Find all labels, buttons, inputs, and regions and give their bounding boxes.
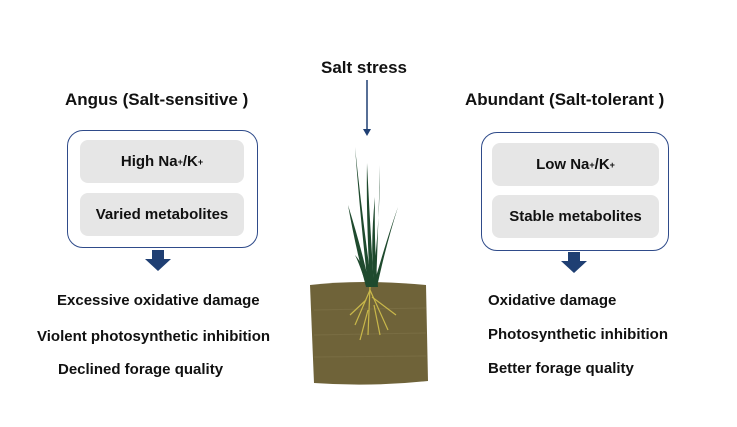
right-result-1: Oxidative damage <box>488 292 617 309</box>
plant-illustration <box>310 147 428 385</box>
right-result-3: Better forage quality <box>488 360 634 377</box>
salt-stress-arrow <box>363 80 371 136</box>
right-down-arrow <box>561 252 587 273</box>
right-title: Abundant (Salt-tolerant ) <box>465 90 665 109</box>
left-ion-ratio: High Na+/K+ <box>80 140 244 183</box>
right-result-2: Photosynthetic inhibition <box>488 326 668 343</box>
right-ion-ratio: Low Na+/K+ <box>492 143 659 186</box>
left-title: Angus (Salt-sensitive ) <box>65 90 249 109</box>
left-result-3: Declined forage quality <box>58 361 224 378</box>
leaves <box>348 147 398 287</box>
left-metabolites: Varied metabolites <box>80 193 244 236</box>
right-metabolites: Stable metabolites <box>492 195 659 238</box>
roots <box>349 286 397 341</box>
left-result-1: Excessive oxidative damage <box>57 292 260 309</box>
soil <box>310 282 428 385</box>
salt-stress-label: Salt stress <box>321 58 407 77</box>
left-result-2: Violent photosynthetic inhibition <box>37 328 271 345</box>
left-down-arrow <box>145 250 171 271</box>
